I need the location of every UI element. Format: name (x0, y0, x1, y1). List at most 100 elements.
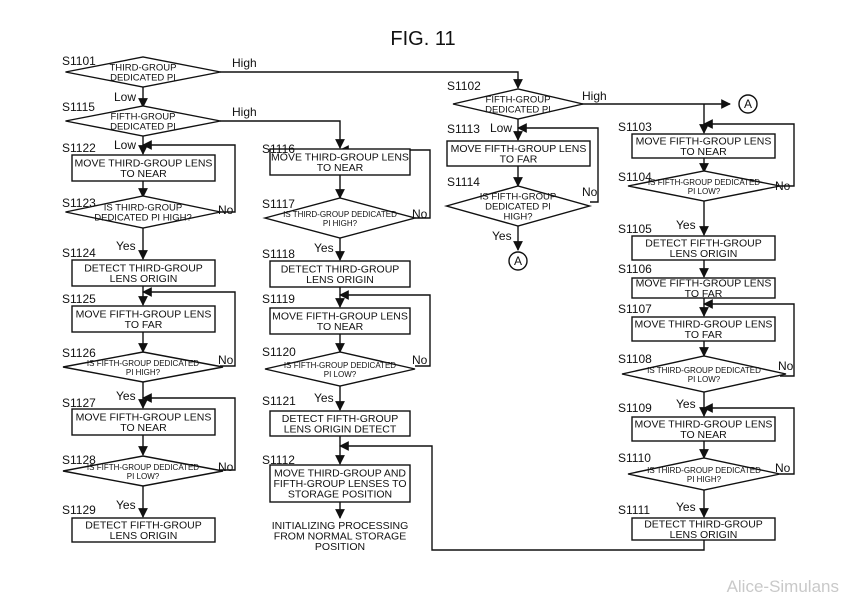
step-label-s1115: S1115 (62, 100, 95, 114)
flow-line (220, 71, 523, 89)
branch-label-no: No (775, 179, 791, 193)
flow-line (339, 441, 705, 551)
process-text-b1107-line: TO FAR (685, 329, 723, 341)
step-label-s1127: S1127 (62, 396, 96, 410)
decision-text-d1123-line: DEDICATED PI HIGH? (94, 213, 191, 224)
process-text-b1112-line: MOVE THIRD-GROUP AND (274, 468, 406, 480)
step-label-s1104: S1104 (618, 170, 652, 184)
decision-text-d1128-line: PI LOW? (127, 472, 160, 481)
process-box-b1109 (631, 416, 776, 442)
process-text-b1119-line: TO NEAR (317, 321, 364, 333)
step-label-s1118: S1118 (262, 247, 295, 261)
flow-line (142, 287, 236, 367)
process-box-b1127 (71, 408, 216, 436)
branch-label-yes: Yes (676, 397, 696, 411)
process-text-b1124-line: DETECT THIRD-GROUP (84, 262, 203, 274)
process-text-b1106-line: MOVE FIFTH-GROUP LENS (636, 277, 772, 289)
step-label-s1129: S1129 (62, 503, 96, 517)
end-text-line: FROM NORMAL STORAGE (274, 531, 406, 543)
step-label-s1103: S1103 (618, 120, 652, 134)
flow-line (142, 140, 236, 213)
process-text-b1103-line: TO NEAR (680, 146, 727, 158)
step-label-s1107: S1107 (618, 302, 652, 316)
process-text-b1112-line: FIFTH-GROUP LENSES TO (273, 478, 406, 490)
decision-text-d1115-line: DEDICATED PI (110, 122, 176, 133)
process-box-b1119 (269, 307, 411, 335)
process-box-b1113 (446, 140, 591, 167)
step-label-s1123: S1123 (62, 196, 96, 210)
branch-label-no: No (775, 461, 791, 475)
step-label-s1110: S1110 (618, 451, 651, 465)
decision-diamond-d1108 (621, 355, 787, 393)
process-text-b1109-line: TO NEAR (680, 429, 727, 441)
end-text-line: INITIALIZING PROCESSING (272, 520, 409, 532)
process-text-b1124-line: LENS ORIGIN (110, 273, 178, 285)
branch-label-high: High (232, 105, 257, 119)
end-text-line: POSITION (315, 541, 365, 553)
flow-line (703, 299, 795, 377)
decision-diamond-d1115 (65, 105, 221, 137)
decision-text-d1102-line: FIFTH-GROUP (486, 95, 551, 106)
branch-label-no: No (412, 353, 428, 367)
branch-label-yes: Yes (116, 239, 136, 253)
process-box-b1129 (71, 517, 216, 543)
step-label-s1125: S1125 (62, 292, 96, 306)
decision-diamond-d1128 (62, 455, 224, 487)
decision-text-d1114-line: HIGH? (503, 212, 532, 223)
process-text-b1106-line: TO FAR (685, 288, 723, 300)
decision-diamond-d1126 (62, 351, 224, 383)
process-box-b1124 (71, 259, 216, 287)
decision-diamond-d1114 (443, 185, 593, 227)
step-label-s1114: S1114 (447, 175, 480, 189)
process-text-b1107-line: MOVE THIRD-GROUP LENS (635, 318, 773, 330)
branch-label-no: No (778, 359, 794, 373)
process-text-b1103-line: MOVE FIFTH-GROUP LENS (636, 135, 772, 147)
decision-text-d1104-line: IS FIFTH-GROUP DEDICATED (648, 178, 760, 187)
step-label-s1111: S1111 (618, 503, 650, 517)
process-text-b1111-line: LENS ORIGIN (670, 529, 738, 541)
figure-title: FIG. 11 (390, 28, 455, 50)
decision-text-d1102-line: DEDICATED PI (485, 105, 551, 116)
decision-text-d1108-line: IS THIRD-GROUP DEDICATED (647, 366, 761, 375)
connector-a-label: A (744, 97, 752, 111)
step-label-s1116: S1116 (262, 142, 295, 156)
branch-label-yes: Yes (676, 500, 696, 514)
decision-text-d1128-line: IS FIFTH-GROUP DEDICATED (87, 463, 199, 472)
process-box-b1112 (269, 464, 411, 503)
flow-line (220, 120, 345, 149)
branch-label-no: No (218, 460, 234, 474)
process-text-b1116-line: MOVE THIRD-GROUP LENS (271, 151, 409, 163)
process-text-b1119-line: MOVE FIFTH-GROUP LENS (272, 310, 408, 322)
decision-text-d1120-line: PI LOW? (324, 370, 357, 379)
decision-text-d1110-line: PI HIGH? (687, 475, 722, 484)
decision-text-d1126-line: IS FIFTH-GROUP DEDICATED (87, 359, 199, 368)
decision-text-d1117-line: IS THIRD-GROUP DEDICATED (283, 210, 397, 219)
branch-label-high: High (582, 89, 607, 103)
step-label-s1117: S1117 (262, 197, 295, 211)
decision-text-d1101-line: THIRD-GROUP (109, 63, 176, 74)
branch-label-no: No (218, 353, 234, 367)
branch-label-high: High (232, 56, 257, 70)
process-text-b1116-line: TO NEAR (317, 162, 364, 174)
branch-label-yes: Yes (676, 218, 696, 232)
step-label-s1101: S1101 (62, 54, 96, 68)
step-label-s1106: S1106 (618, 262, 652, 276)
step-label-s1124: S1124 (62, 246, 96, 260)
decision-text-d1120-line: IS FIFTH-GROUP DEDICATED (284, 361, 396, 370)
process-text-b1121-line: DETECT FIFTH-GROUP (282, 413, 398, 425)
process-text-b1105-line: LENS ORIGIN (670, 248, 738, 260)
process-text-b1127-line: TO NEAR (120, 422, 167, 434)
flow-line (703, 119, 795, 187)
decision-text-d1114-line: DEDICATED PI (485, 202, 551, 213)
decision-text-d1117-line: PI HIGH? (323, 219, 358, 228)
decision-text-d1115-line: FIFTH-GROUP (111, 112, 176, 123)
step-label-s1121: S1121 (262, 394, 296, 408)
process-box-b1116 (269, 148, 411, 176)
decision-diamond-d1123 (65, 195, 221, 229)
decision-text-d1110-line: IS THIRD-GROUP DEDICATED (647, 466, 761, 475)
branch-label-no: No (412, 207, 428, 221)
flow-line (339, 290, 431, 367)
branch-label-yes: Yes (314, 241, 334, 255)
